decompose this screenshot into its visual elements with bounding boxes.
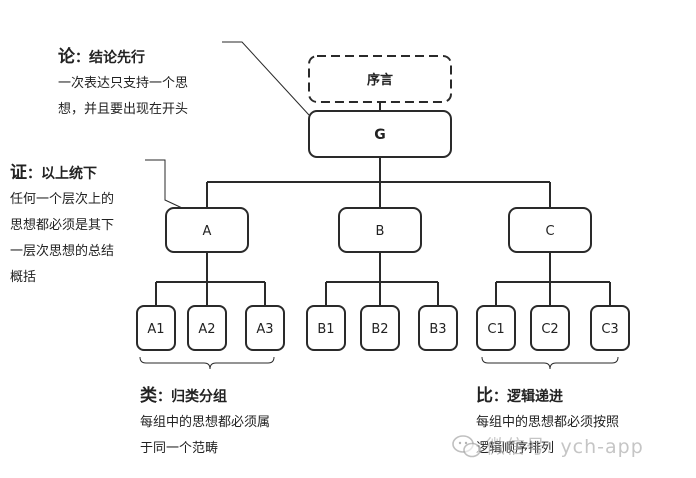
- node-a2-label: A2: [198, 322, 215, 337]
- watermark-text: 微信号: ych-app: [486, 436, 644, 458]
- bi-line-2: 逻辑顺序排列: [476, 441, 555, 456]
- node-c2: [530, 305, 570, 351]
- preface-box: [308, 55, 452, 103]
- zheng-title: ：以上统下: [27, 166, 97, 182]
- node-a1-label: A1: [147, 322, 164, 337]
- lei-title: ：归类分组: [157, 389, 227, 405]
- lei-line-2: 于同一个范畴: [140, 441, 219, 456]
- zheng-char: 证: [10, 163, 27, 183]
- node-a3: [245, 305, 285, 351]
- node-b2: [360, 305, 400, 351]
- zheng-line-1: 任何一个层次上的: [10, 192, 115, 207]
- annotation-lun: 论：结论先行 一次表达只支持一个思 想，并且要出现在开头: [58, 44, 188, 123]
- zheng-line-2: 思想都必须是其下: [10, 218, 115, 233]
- root-label: G: [374, 127, 386, 143]
- annotation-zheng: 证：以上统下 任何一个层次上的 思想都必须是其下 一层次思想的总结 概括: [10, 160, 114, 291]
- node-b1-label: B1: [317, 322, 334, 337]
- annotation-lei: 类：归类分组 每组中的思想都必须属 于同一个范畴: [140, 383, 270, 462]
- node-a3-label: A3: [256, 322, 273, 337]
- node-b: [338, 207, 422, 253]
- lun-line-2: 想，并且要出现在开头: [58, 102, 189, 117]
- lei-line-1: 每组中的思想都必须属: [140, 415, 271, 430]
- node-c3: [590, 305, 630, 351]
- zheng-line-3: 一层次思想的总结: [10, 244, 115, 259]
- node-c3-label: C3: [601, 322, 618, 337]
- lei-brace: [139, 356, 275, 370]
- node-a2: [187, 305, 227, 351]
- bi-title: ：逻辑递进: [493, 389, 563, 405]
- lun-char: 论: [58, 47, 75, 67]
- node-c2-label: C2: [541, 322, 558, 337]
- node-a: [165, 207, 249, 253]
- node-c1-label: C1: [487, 322, 504, 337]
- wechat-icon: [452, 435, 481, 458]
- preface-label: 序言: [367, 72, 393, 88]
- lun-title: ：结论先行: [75, 50, 145, 66]
- node-a-label: A: [203, 224, 212, 239]
- root-node-g: [308, 110, 452, 158]
- node-c1: [476, 305, 516, 351]
- bi-line-1: 每组中的思想都必须按照: [476, 415, 620, 430]
- node-a1: [136, 305, 176, 351]
- node-c-label: C: [545, 224, 554, 239]
- node-b3: [418, 305, 458, 351]
- node-b2-label: B2: [371, 322, 388, 337]
- zheng-line-4: 概括: [10, 270, 37, 285]
- annotation-bi: 比：逻辑递进 每组中的思想都必须按照 逻辑顺序排列: [476, 383, 619, 462]
- node-b-label: B: [376, 224, 385, 239]
- lun-line-1: 一次表达只支持一个思: [58, 76, 189, 91]
- node-b3-label: B3: [429, 322, 446, 337]
- bi-brace: [481, 356, 619, 370]
- node-b1: [306, 305, 346, 351]
- node-c: [508, 207, 592, 253]
- zheng-bracket: [145, 159, 196, 215]
- bi-char: 比: [476, 386, 493, 406]
- lun-bracket: [222, 41, 310, 116]
- connectors: [155, 102, 611, 306]
- lei-char: 类: [140, 386, 157, 406]
